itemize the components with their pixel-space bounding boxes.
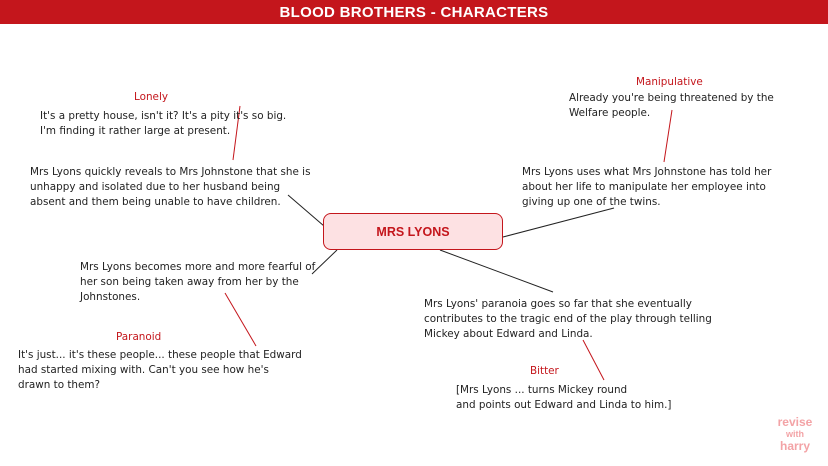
node-lonely-explanation: Mrs Lyons quickly reveals to Mrs Johnsto… (30, 166, 311, 208)
connector-lonely-center (287, 194, 325, 227)
brand-logo: revise with harry (772, 416, 818, 453)
node-paranoid-label: Paranoid (116, 331, 162, 343)
connector-manipulative-label (663, 109, 673, 163)
page-title: BLOOD BROTHERS - CHARACTERS (279, 3, 549, 21)
central-node: MRS LYONS (323, 213, 503, 250)
central-node-label: MRS LYONS (376, 224, 450, 239)
logo-line-2: with (786, 429, 804, 439)
node-paranoid-explanation: Mrs Lyons becomes more and more fearful … (80, 261, 316, 303)
node-lonely-label: Lonely (134, 91, 168, 103)
connector-manipulative-center (502, 207, 615, 238)
connector-lonely-label (232, 105, 241, 161)
node-manipulative-label: Manipulative (636, 76, 703, 88)
node-manipulative-explanation: Mrs Lyons uses what Mrs Johnstone has to… (522, 166, 772, 208)
node-lonely-quote: It's a pretty house, isn't it? It's a pi… (40, 110, 287, 137)
node-bitter-label: Bitter (530, 365, 559, 377)
node-manipulative-quote: Already you're being threatened by the W… (569, 92, 774, 119)
connector-paranoid-label (224, 292, 257, 347)
connector-paranoid-center (311, 249, 338, 275)
connector-bitter-label (582, 339, 605, 381)
node-paranoid-quote: It's just... it's these people... these … (18, 349, 302, 391)
logo-line-1: revise (777, 415, 813, 429)
node-bitter-quote: [Mrs Lyons ... turns Mickey round and po… (456, 384, 672, 411)
node-bitter-explanation: Mrs Lyons' paranoia goes so far that she… (424, 298, 712, 340)
connector-bitter-center (439, 249, 554, 293)
page-header: BLOOD BROTHERS - CHARACTERS (0, 0, 828, 24)
logo-line-3: harry (779, 439, 811, 453)
